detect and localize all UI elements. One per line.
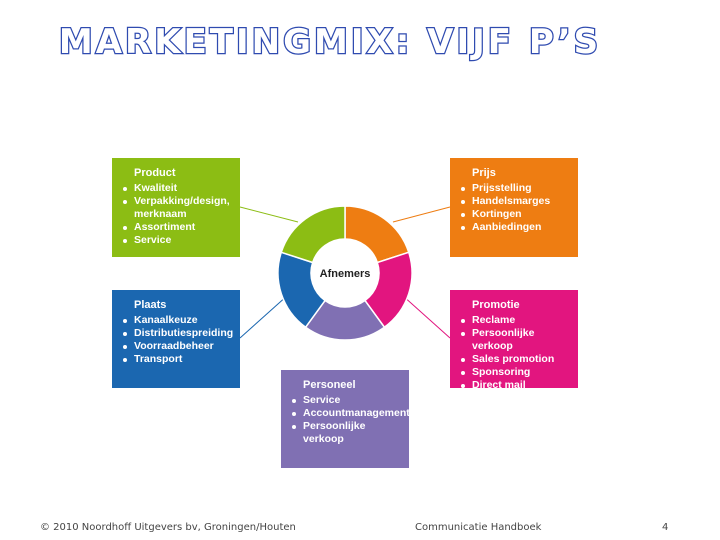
promotie-item: Persoonlijke verkoop bbox=[460, 327, 568, 353]
personeel-item: Persoonlijke verkoop bbox=[291, 420, 399, 446]
product-item: Verpakking/design, merknaam bbox=[122, 195, 230, 221]
plaats-item: Kanaalkeuze bbox=[122, 314, 230, 327]
center-label: Afnemers bbox=[320, 268, 371, 280]
prijs-box: Prijs Prijsstelling Handelsmarges Kortin… bbox=[450, 158, 578, 257]
product-item: Assortiment bbox=[122, 221, 230, 234]
plaats-list: Kanaalkeuze Distributiespreiding Voorraa… bbox=[122, 314, 233, 366]
prijs-heading: Prijs bbox=[472, 167, 496, 179]
prijs-list: Prijsstelling Handelsmarges Kortingen Aa… bbox=[460, 182, 568, 234]
prijs-item: Handelsmarges bbox=[460, 195, 568, 208]
product-box: Product Kwaliteit Verpakking/design, mer… bbox=[112, 158, 240, 257]
personeel-box: Personeel Service Accountmanagement Pers… bbox=[281, 370, 410, 468]
personeel-item: Service bbox=[291, 394, 399, 407]
promotie-heading: Promotie bbox=[472, 299, 520, 311]
footer-copyright: © 2010 Noordhoff Uitgevers bv, Groningen… bbox=[40, 522, 296, 533]
promotie-box: Promotie Reclame Persoonlijke verkoop Sa… bbox=[450, 290, 578, 391]
footer-page-number: 4 bbox=[662, 522, 669, 533]
promotie-connector bbox=[401, 294, 451, 339]
footer-book-title: Communicatie Handboek bbox=[415, 522, 542, 533]
promotie-item: Reclame bbox=[460, 314, 568, 327]
plaats-box: Plaats Kanaalkeuze Distributiespreiding … bbox=[112, 290, 240, 388]
promotie-list: Reclame Persoonlijke verkoop Sales promo… bbox=[460, 314, 568, 392]
personeel-item: Accountmanagement bbox=[291, 407, 410, 420]
connector-lines bbox=[239, 206, 451, 339]
plaats-item: Distributiespreiding bbox=[122, 327, 233, 340]
product-connector bbox=[239, 206, 299, 223]
personeel-list: Service Accountmanagement Persoonlijke v… bbox=[291, 394, 410, 446]
promotie-item: Direct mail bbox=[460, 379, 568, 392]
product-item: Kwaliteit bbox=[122, 182, 230, 195]
prijs-item: Kortingen bbox=[460, 208, 568, 221]
plaats-heading: Plaats bbox=[134, 299, 167, 311]
plaats-item: Transport bbox=[122, 353, 230, 366]
center-circle bbox=[311, 239, 379, 307]
plaats-connector bbox=[239, 294, 289, 339]
prijs-item: Aanbiedingen bbox=[460, 221, 568, 234]
slide-title: MARKETINGMIX: VIJF P’S bbox=[58, 21, 602, 64]
promotie-item: Sponsoring bbox=[460, 366, 568, 379]
personeel-heading: Personeel bbox=[303, 379, 356, 391]
prijs-connector bbox=[392, 206, 451, 223]
plaats-item: Voorraadbeheer bbox=[122, 340, 230, 353]
prijs-item: Prijsstelling bbox=[460, 182, 568, 195]
product-item: Service bbox=[122, 234, 230, 247]
product-list: Kwaliteit Verpakking/design, merknaam As… bbox=[122, 182, 230, 247]
product-heading: Product bbox=[134, 167, 176, 179]
promotie-item: Sales promotion bbox=[460, 353, 568, 366]
